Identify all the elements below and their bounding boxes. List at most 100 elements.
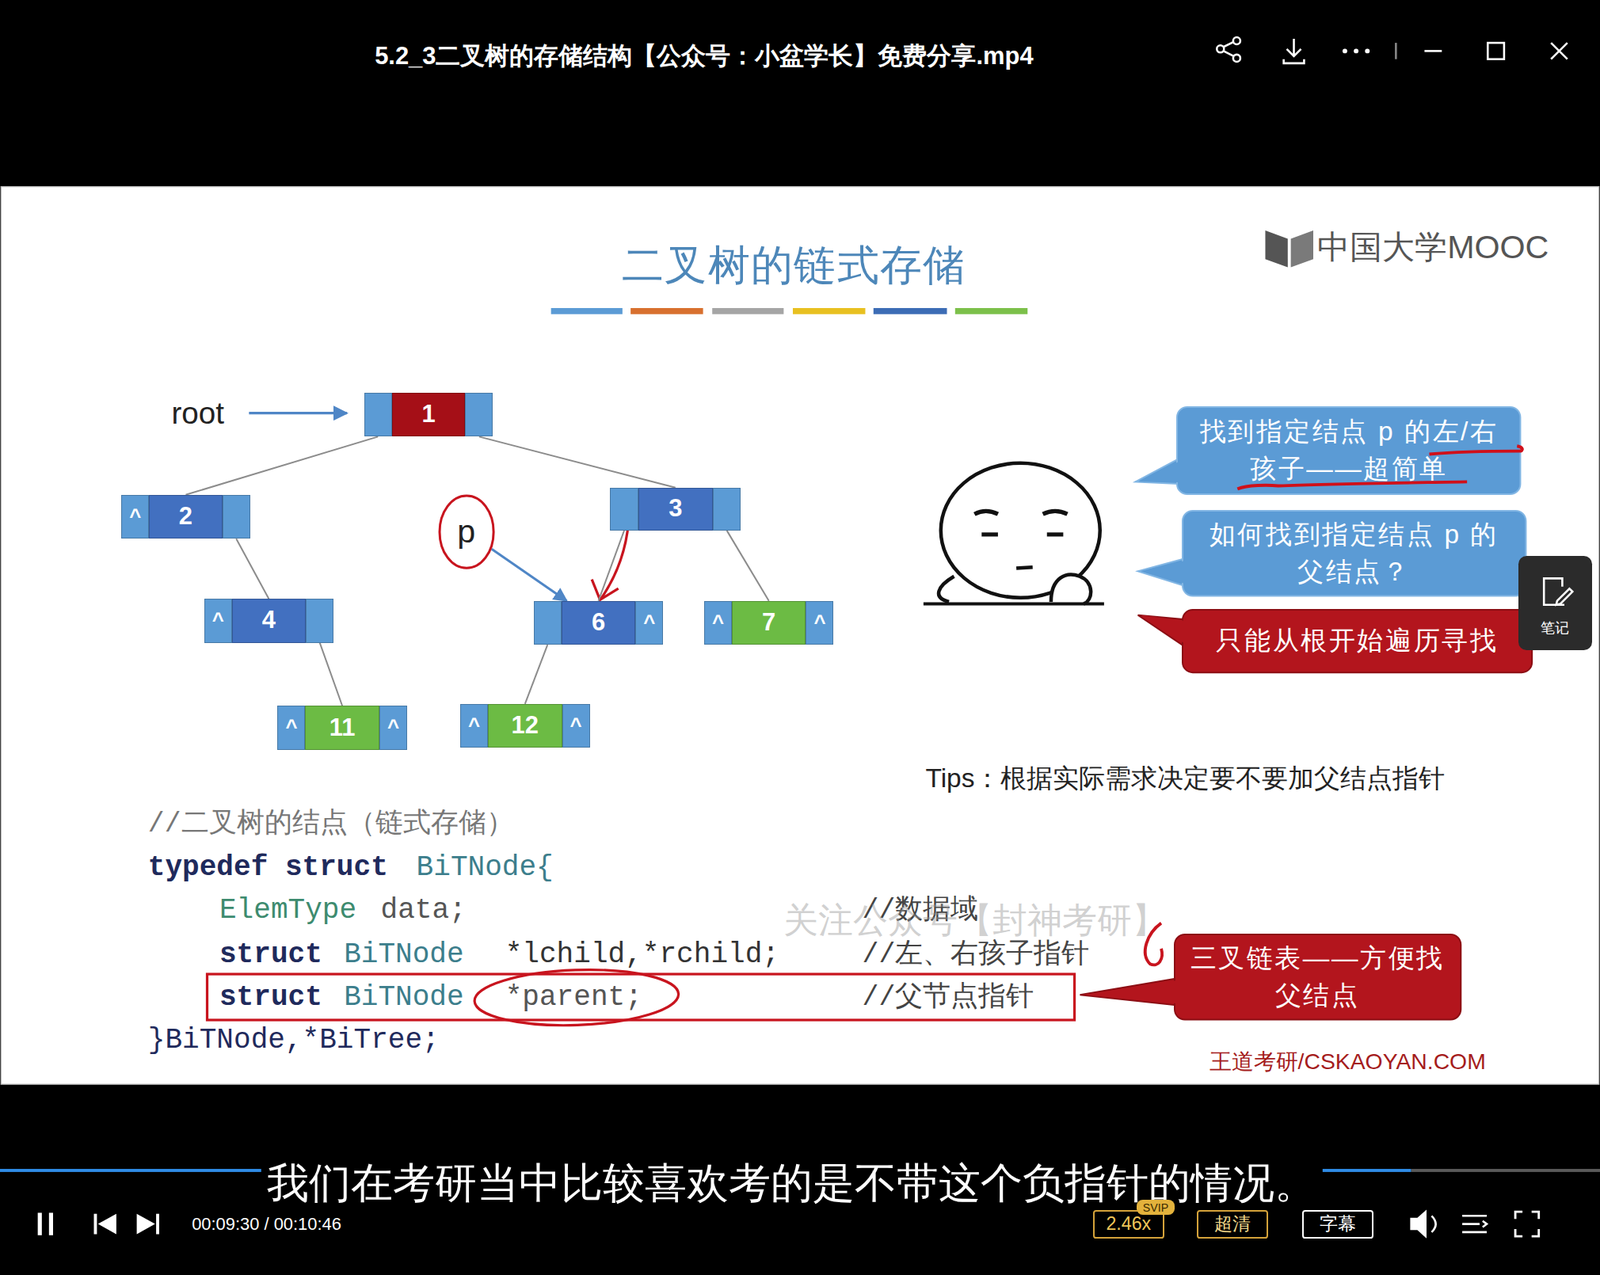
bubble-text: 找到指定结点 p 的左/右孩子——超简单 [1192,413,1505,488]
tree-link [236,538,269,599]
null-pointer: ^ [570,716,583,737]
pointer-cell: ^ [204,598,233,643]
volume-icon [1409,1210,1427,1239]
tree-node: ^ 12 ^ [460,704,591,748]
pointer-cell: ^ [635,601,663,645]
note-icon [1543,578,1573,605]
pointer-cell: ^ [562,704,591,748]
maximize-icon [1487,42,1505,60]
title-bar [873,308,948,315]
node-value: 3 [668,496,682,522]
face-mouth [1016,567,1033,568]
tree-node: 1 [364,392,493,437]
more-icon [1342,48,1348,54]
pointer-cell [712,487,741,531]
logo-icon [1264,230,1288,267]
null-pointer: ^ [643,613,656,634]
separator [1394,42,1398,60]
data-cell: 3 [638,487,713,531]
bubble-text: 三叉链表——方便找父结点 [1189,940,1445,1015]
share-icon [1233,37,1241,45]
button-text: 2.46x [1105,1215,1151,1234]
null-pointer: ^ [387,717,400,739]
pointer-cell [305,598,334,643]
tree-node: ^11^ [277,705,408,750]
tree-link [185,436,378,495]
bubble-body [1174,934,1461,1021]
node-value: 11 [329,716,356,741]
pointer-cell: ^ [805,601,834,645]
bubble-joint [1082,979,1178,1003]
bubble-text: 只能从根开始遍历寻找 [1215,622,1498,660]
note-button: 笔记 [1518,556,1593,651]
pause-icon [49,1212,54,1235]
control-button: 字幕 [1302,1210,1374,1239]
face-hand [1051,575,1091,605]
bubble-text: 如何找到指定结点 p 的父结点？ [1197,516,1510,591]
face-arm [938,576,954,602]
share-icon [1233,54,1241,62]
pointer-cell [464,392,493,437]
bubble-joint [1139,460,1181,483]
face-eye [981,532,999,537]
data-cell: 4 [232,598,306,643]
speech-bubble: 如何找到指定结点 p 的父结点？ [1181,510,1527,598]
code-keyword: typedef struct [148,851,389,886]
node-value: 1 [421,402,435,427]
tree-link [727,530,770,602]
data-cell: 2 [148,495,223,539]
data-cell: 7 [731,601,806,645]
code-keyword: struct [219,980,323,1015]
bubble-joint [1140,560,1185,584]
progress-rest [1411,1169,1600,1173]
list-icon [1462,1215,1487,1233]
slide-ground [0,186,1599,1085]
bubble-body [1182,609,1532,673]
face-brow [1043,510,1068,515]
tree-link [598,530,625,602]
bubble-body [1182,510,1526,597]
pause-icon [38,1212,42,1235]
face-brow [974,510,999,515]
code-comment: //左、右孩子指针 [862,938,1090,972]
brand-text: 王道考研/CSKAOYAN.COM [1209,1047,1486,1075]
pointer-name: root [171,395,225,432]
tree-node: 6^ [533,601,664,645]
more-icon [1353,48,1359,54]
root-arrow [248,411,347,415]
title-bar [792,308,865,315]
code-keyword: struct [219,937,323,972]
download-icon [1283,38,1305,64]
title-bar [955,308,1028,315]
data-cell: 12 [487,704,562,748]
code-type: BiTNode{ [416,851,554,886]
data-cell: 1 [392,392,466,437]
watermark: 关注公众号【封神考研】 [783,899,1167,942]
code-type: BiTNode [343,980,465,1015]
prev-icon [94,1214,98,1235]
button-text: SVIP [1142,1202,1169,1214]
null-pointer: ^ [212,610,225,632]
desk-line [923,602,1105,606]
volume-icon [1431,1215,1436,1233]
null-pointer: ^ [813,613,826,634]
tip-note: Tips：根据实际需求决定要不要加父结点指针 [925,762,1445,795]
face-eye [1047,532,1064,537]
pointer-name: p [457,515,476,549]
node-value: 2 [179,504,193,530]
share-icon [1216,45,1224,53]
code-text: data; [380,894,467,929]
null-pointer: ^ [468,716,480,737]
null-pointer: ^ [129,506,141,528]
more-icon [1364,48,1370,54]
fullscreen-icon [1515,1211,1540,1237]
node-value: 7 [761,610,776,636]
node-value: 12 [511,713,539,739]
code-text: *parent; [505,980,643,1015]
tree-link [320,643,343,707]
highlight-box [207,974,1075,1021]
hand-arrow [601,521,629,599]
logo-text: 中国大学MOOC [1317,228,1549,267]
